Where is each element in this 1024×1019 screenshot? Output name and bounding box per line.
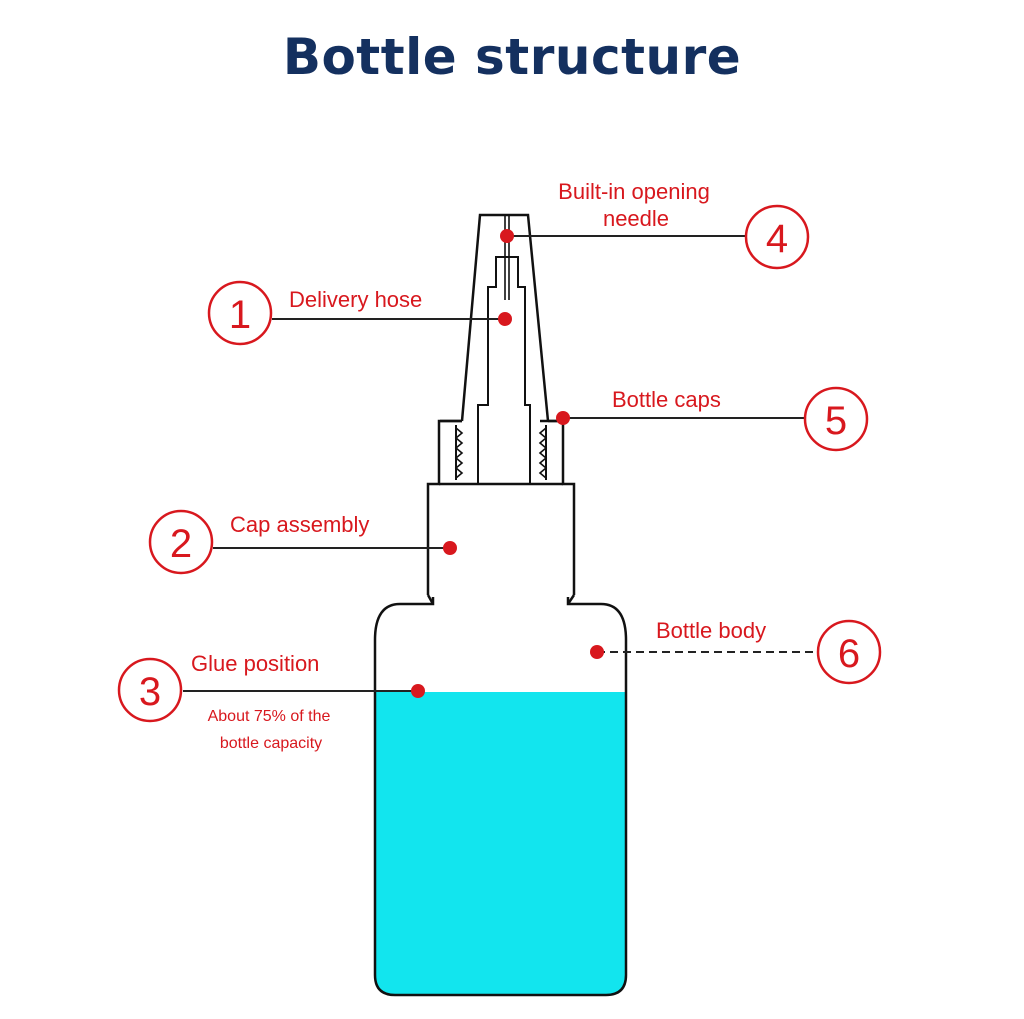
number-badge bbox=[744, 204, 810, 270]
leader-lines bbox=[183, 235, 818, 692]
number-text: 1 bbox=[229, 293, 251, 337]
callout-label-line-2: needle bbox=[603, 206, 669, 231]
dot-delivery-hose bbox=[498, 312, 512, 326]
dot-bottle-body bbox=[590, 645, 604, 659]
callout-label: Delivery hose bbox=[289, 287, 422, 312]
cap-assembly bbox=[426, 419, 576, 605]
dot-needle bbox=[500, 229, 514, 243]
number-badge bbox=[207, 280, 273, 346]
dot-glue-position bbox=[411, 684, 425, 698]
bottle-outline bbox=[373, 597, 628, 997]
number-badge bbox=[148, 509, 214, 575]
callout-4: 4 Built-in opening needle bbox=[558, 179, 810, 270]
nozzle bbox=[440, 213, 563, 484]
callout-label-line-1: Built-in opening bbox=[558, 179, 710, 204]
number-text: 6 bbox=[838, 632, 860, 676]
number-text: 3 bbox=[139, 670, 161, 714]
callout-label: Bottle body bbox=[656, 618, 766, 643]
dot-cap-assembly bbox=[443, 541, 457, 555]
callout-1: 1 Delivery hose bbox=[207, 280, 422, 346]
callout-label: Cap assembly bbox=[230, 512, 369, 537]
glue-fill bbox=[375, 692, 626, 995]
marker-dots bbox=[411, 229, 604, 698]
number-text: 4 bbox=[766, 217, 788, 261]
callout-2: 2 Cap assembly bbox=[148, 509, 369, 575]
callout-3: 3 Glue position About 75% of the bottle … bbox=[117, 651, 331, 752]
number-badge bbox=[816, 619, 882, 685]
callout-note-line-1: About 75% of the bbox=[208, 708, 331, 725]
number-text: 5 bbox=[825, 399, 847, 443]
bottle-body bbox=[373, 597, 628, 997]
diagram-title: Bottle structure bbox=[282, 28, 742, 86]
number-badge bbox=[803, 386, 869, 452]
dot-bottle-caps bbox=[556, 411, 570, 425]
number-text: 2 bbox=[170, 522, 192, 566]
callout-5: 5 Bottle caps bbox=[612, 386, 869, 452]
number-badge bbox=[117, 657, 183, 723]
callout-label: Glue position bbox=[191, 651, 319, 676]
callout-label: Bottle caps bbox=[612, 387, 721, 412]
callout-6: 6 Bottle body bbox=[656, 618, 882, 685]
callout-note-line-2: bottle capacity bbox=[220, 735, 322, 752]
